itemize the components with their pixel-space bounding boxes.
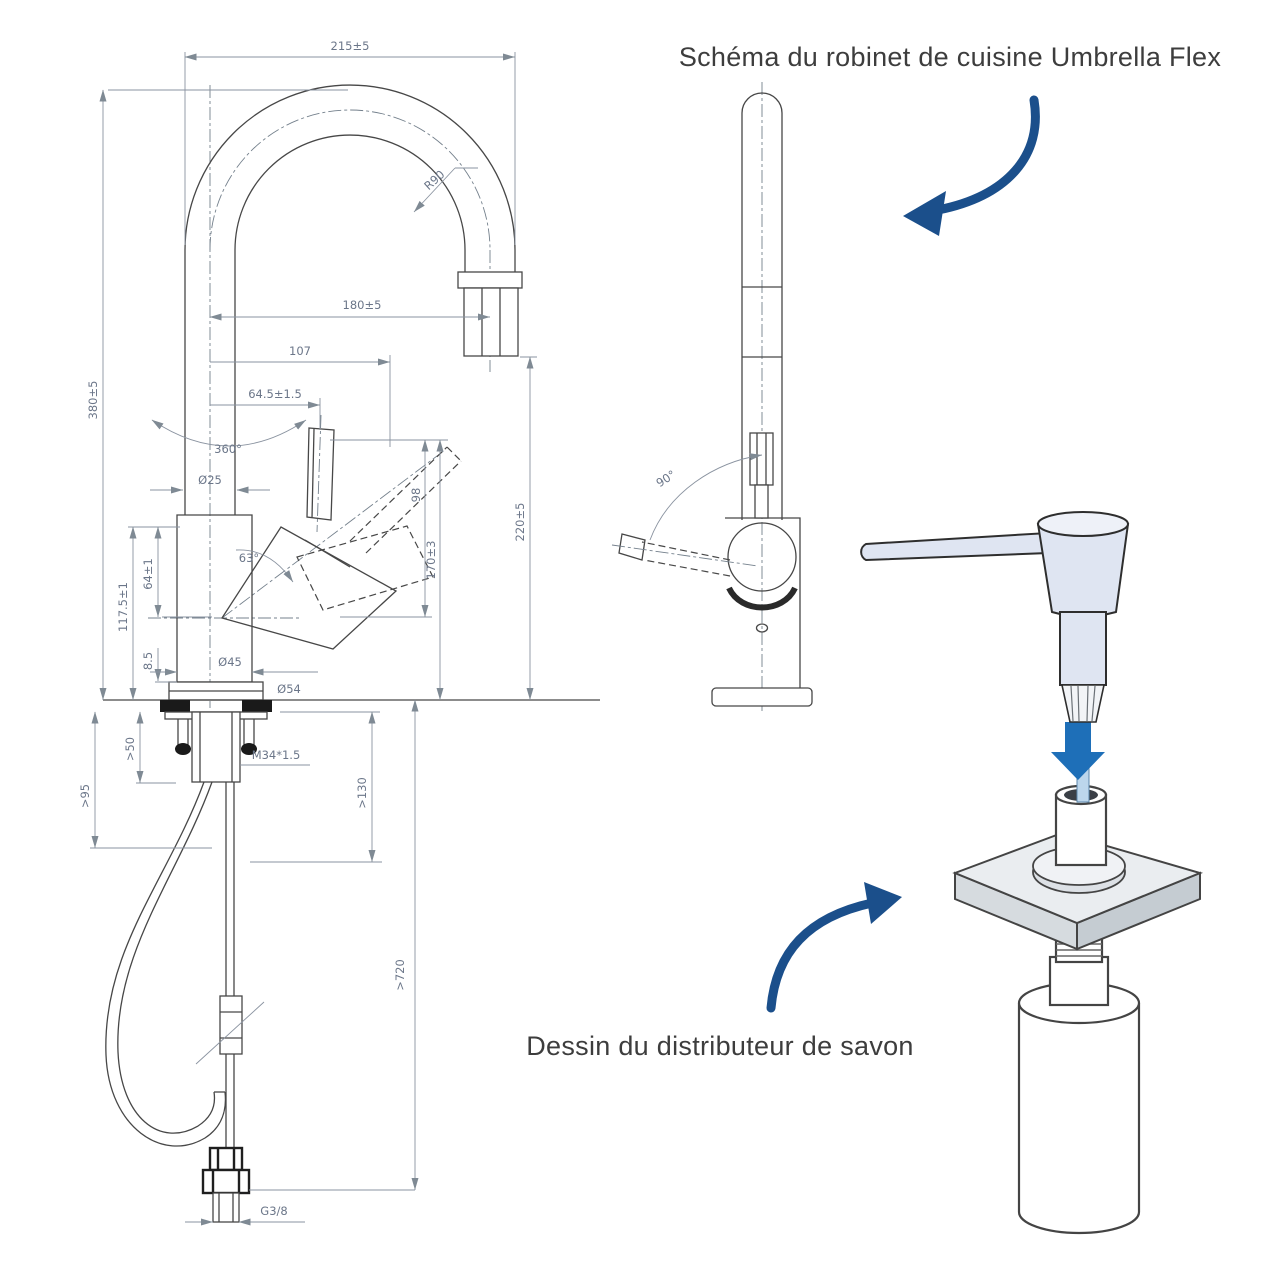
dim-clearance-130: >130	[355, 777, 369, 809]
faucet-schema-title: Schéma du robinet de cuisine Umbrella Fl…	[678, 42, 1222, 72]
dim-spout-radius: R90	[421, 167, 447, 193]
dim-column-diameter: Ø25	[198, 473, 222, 487]
base-assembly	[103, 681, 600, 783]
pump-spout	[860, 531, 1049, 562]
soap-dispenser-illustration	[860, 511, 1204, 1235]
dim-handle-angle: 63°	[239, 551, 259, 565]
spout-inner-arc	[234, 134, 466, 251]
pump-head	[860, 511, 1130, 723]
dim-spout-reach: 180±5	[343, 298, 382, 312]
dispenser-drawing-title: Dessin du distributeur de savon	[526, 1031, 914, 1061]
dim-hose-length: >720	[393, 959, 407, 991]
dim-body-diameter: Ø45	[218, 655, 242, 669]
dim-body-upper-height: 64±1	[141, 558, 155, 590]
annotation-arrows	[766, 95, 1040, 1013]
arrow-to-dispenser	[766, 882, 902, 1013]
side-column	[741, 92, 783, 520]
down-arrow-icon	[1051, 722, 1105, 780]
dim-top-width: 215±5	[331, 39, 370, 53]
dim-total-height: 380±5	[86, 381, 100, 420]
inlet-fitting	[201, 1146, 251, 1223]
dim-handle-swing: 90°	[653, 467, 678, 490]
dim-base-gap: 8.5	[141, 652, 155, 670]
centerline-handle	[221, 449, 446, 619]
dim-handle-height: 170±3	[424, 541, 438, 580]
dimension-labels: 215±5 R90 180±5 107 64.5±1.5 380±5 360° …	[78, 39, 527, 1218]
side-handle	[611, 432, 774, 577]
dim-body-height: 117.5±1	[116, 582, 130, 632]
faucet-side-view: 90°	[611, 82, 813, 712]
spout-outer-arc	[184, 84, 516, 251]
dim-swivel-angle: 360°	[214, 442, 242, 456]
dim-base-diameter: Ø54	[277, 682, 301, 696]
handle-front	[220, 414, 462, 650]
dispenser-bottle	[1017, 955, 1141, 1235]
dim-counter-min-95: >95	[78, 784, 92, 808]
threaded-shank	[191, 711, 241, 783]
faucet-front-view: 215±5 R90 180±5 107 64.5±1.5 380±5 360° …	[78, 39, 600, 1226]
dim-counter-min-50: >50	[123, 737, 137, 761]
dim-lever-reach: 64.5±1.5	[248, 387, 302, 401]
dim-lever-length: 98	[409, 488, 423, 503]
side-housing	[725, 517, 801, 691]
spray-head	[457, 271, 523, 357]
dim-inlet-thread: G3/8	[260, 1204, 287, 1218]
side-base	[711, 687, 813, 707]
arrow-to-faucet	[903, 95, 1040, 236]
dimension-lines	[90, 52, 537, 1226]
dim-thread-spec: M34*1.5	[252, 748, 301, 762]
dim-spout-height: 220±5	[513, 503, 527, 542]
dim-handle-reach: 107	[289, 344, 311, 358]
supply-hoses	[105, 781, 265, 1148]
